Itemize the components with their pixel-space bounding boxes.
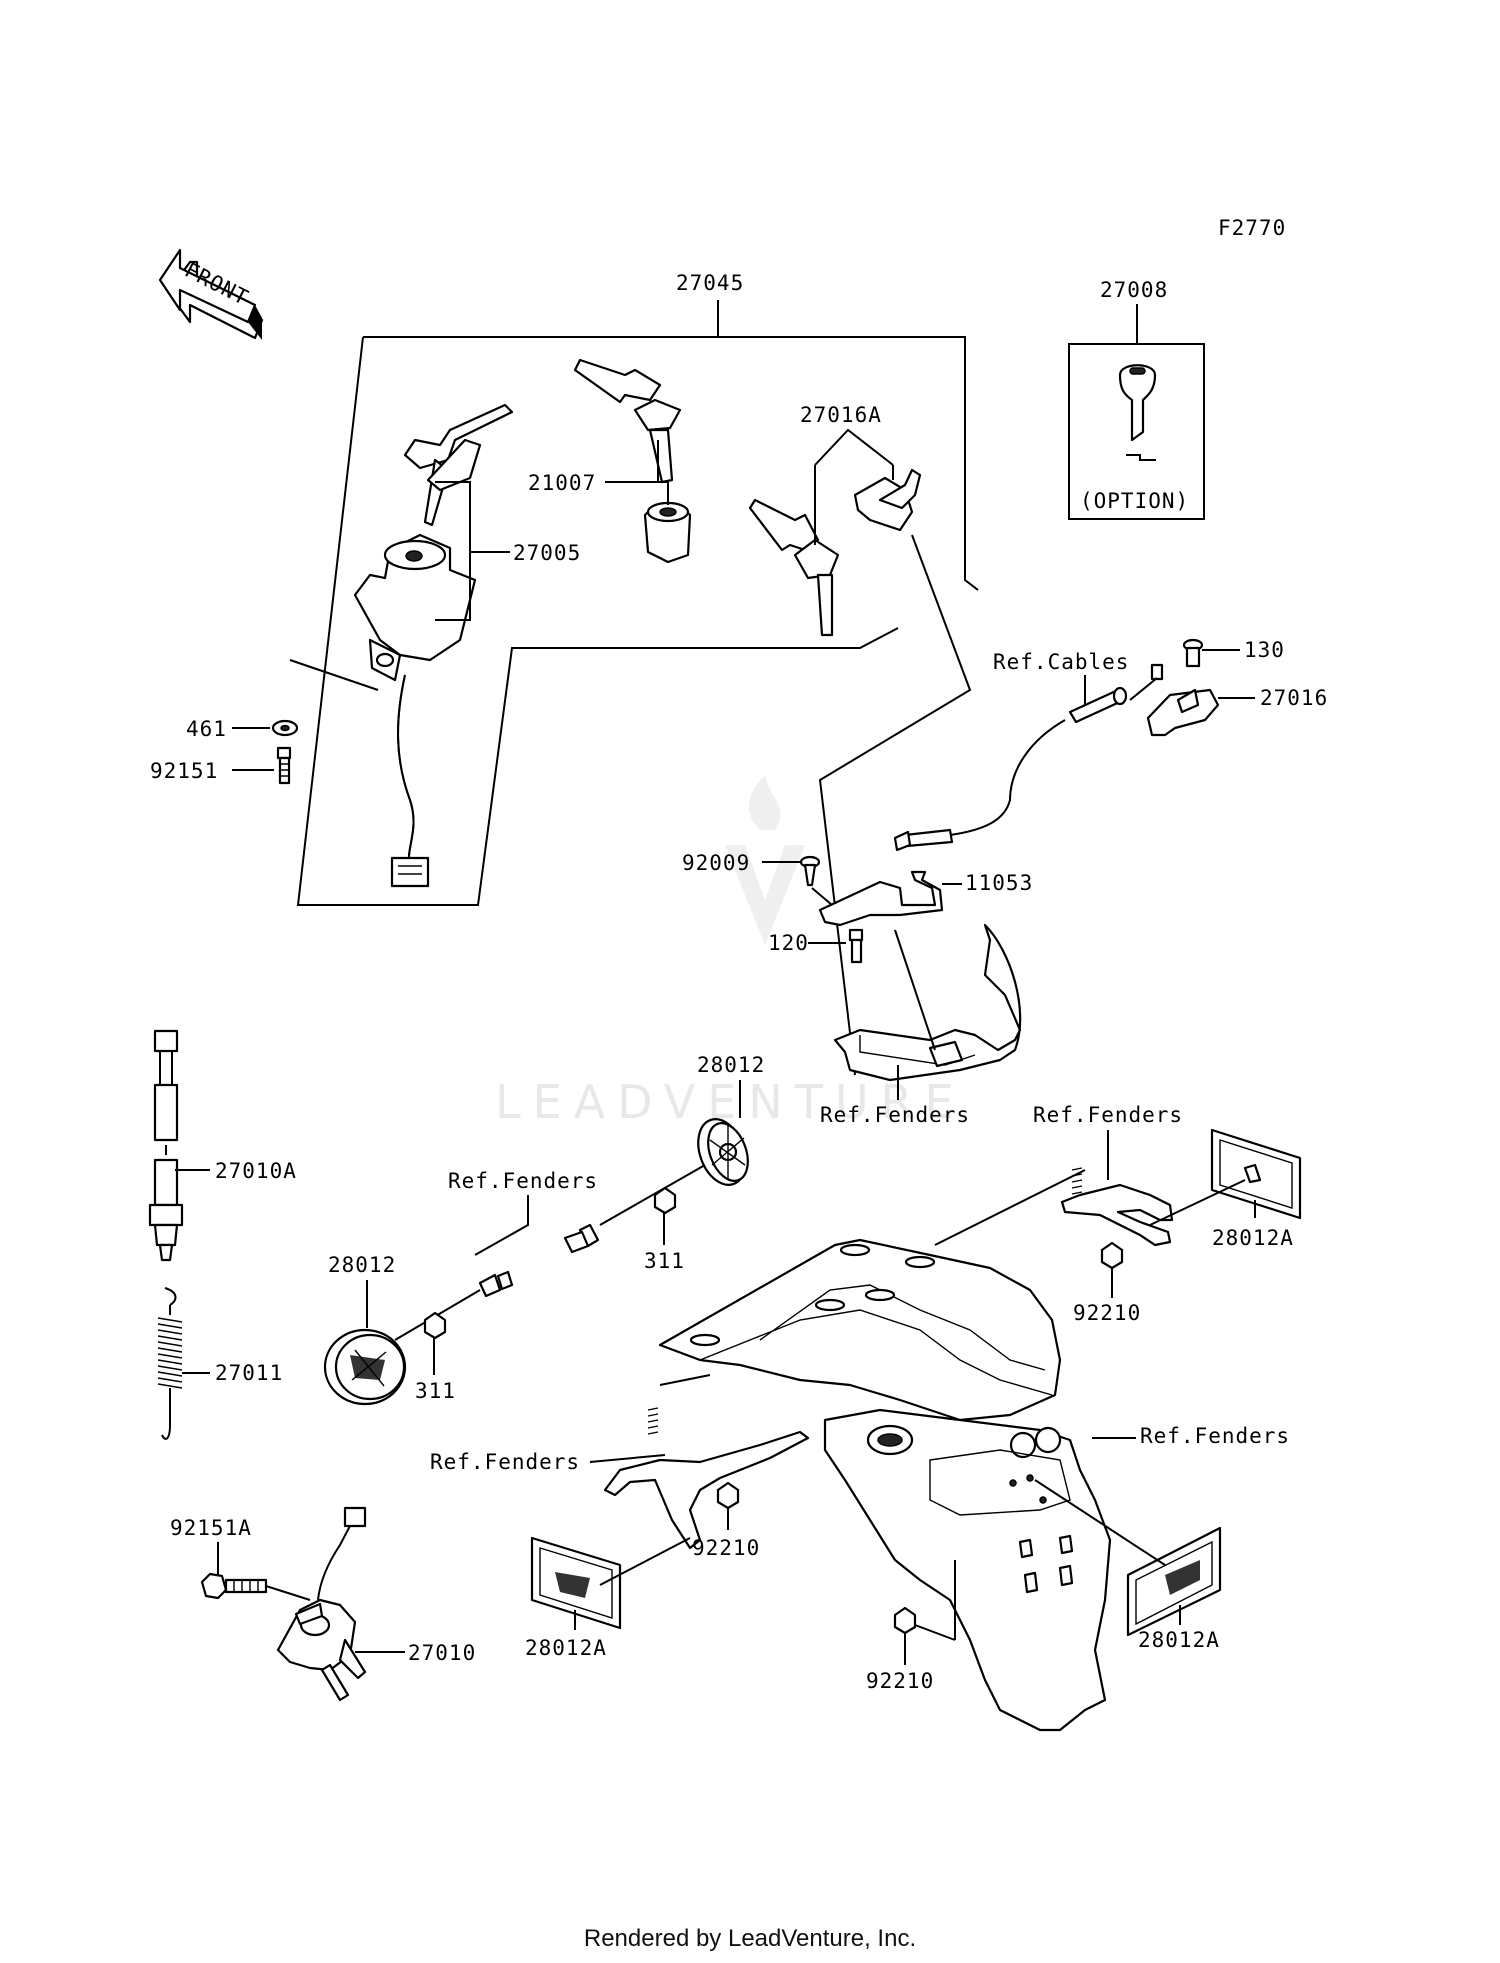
reflector-28012-top-icon xyxy=(697,1118,749,1186)
reflector-28012-left-icon xyxy=(323,1328,407,1406)
spring-27011-icon xyxy=(157,1287,183,1440)
reflector-bracket-left-icon xyxy=(603,1407,810,1550)
figure-code: F2770 xyxy=(1218,216,1286,240)
ref-cables-label: Ref.Cables xyxy=(993,650,1129,674)
reflector-28012A-bottom-icon xyxy=(1126,1526,1222,1637)
label-130: 130 xyxy=(1244,638,1285,662)
label-92151: 92151 xyxy=(150,759,218,783)
brake-light-switch-27010A-icon xyxy=(148,1029,184,1262)
label-28012-top: 28012 xyxy=(697,1053,765,1077)
nut-92210-c-icon xyxy=(893,1606,917,1635)
label-92210-b: 92210 xyxy=(692,1536,760,1560)
label-311-b: 311 xyxy=(415,1379,456,1403)
bolt-120-icon xyxy=(848,928,864,964)
watermark: LEADVENTURE xyxy=(495,775,966,1129)
bolt-92151A-icon xyxy=(200,1572,268,1600)
option-label: (OPTION) xyxy=(1080,489,1189,513)
label-27008: 27008 xyxy=(1100,278,1168,302)
label-21007: 21007 xyxy=(528,471,596,495)
label-11053: 11053 xyxy=(965,871,1033,895)
rear-brake-switch-27010-icon xyxy=(276,1506,367,1702)
bracket-11053-icon xyxy=(818,870,944,927)
label-27016A: 27016A xyxy=(800,403,882,427)
label-27010: 27010 xyxy=(408,1641,476,1665)
label-27016: 27016 xyxy=(1260,686,1328,710)
nut-92210-a-icon xyxy=(1100,1241,1124,1270)
label-120: 120 xyxy=(768,931,809,955)
watermark-text: LEADVENTURE xyxy=(495,1075,966,1129)
fender-section-icon xyxy=(833,923,1022,1082)
spacer-stud-2-icon xyxy=(478,1270,514,1298)
ref-fenders-mid-label: Ref.Fenders xyxy=(820,1103,970,1127)
key-and-cylinder-icon xyxy=(573,358,692,564)
option-key-group: 27008 (OPTION) xyxy=(1068,278,1205,520)
label-92009: 92009 xyxy=(682,851,750,875)
label-28012-left: 28012 xyxy=(328,1253,396,1277)
nut-92210-b-icon xyxy=(716,1481,740,1510)
label-27010A: 27010A xyxy=(215,1159,297,1183)
seat-lock-cable-icon xyxy=(893,663,1164,852)
label-27011: 27011 xyxy=(215,1361,283,1385)
bolt-92151-icon xyxy=(276,746,292,785)
ignition-key-icon xyxy=(403,403,514,527)
label-92151A: 92151A xyxy=(170,1516,252,1540)
reflector-28012A-right-icon xyxy=(1210,1128,1302,1220)
ref-fenders-left-label: Ref.Fenders xyxy=(448,1169,598,1193)
seat-lock-keys-icon xyxy=(748,468,922,637)
label-27005: 27005 xyxy=(513,541,581,565)
label-28012A-right: 28012A xyxy=(1212,1226,1294,1250)
ignition-switch-set-group: 27045 27005 xyxy=(296,271,979,1076)
nut-311-b-icon xyxy=(423,1311,447,1340)
reflector-28012A-left-icon xyxy=(530,1536,622,1630)
nut-311-a-icon xyxy=(653,1186,677,1215)
spacer-stud-icon xyxy=(563,1223,600,1254)
washer-461-icon xyxy=(271,719,299,737)
label-92210-a: 92210 xyxy=(1073,1301,1141,1325)
spare-key-icon xyxy=(1118,364,1157,461)
label-92210-c: 92210 xyxy=(866,1669,934,1693)
label-311-a: 311 xyxy=(644,1249,685,1273)
footer-credit: Rendered by LeadVenture, Inc. xyxy=(583,1925,917,1952)
label-28012A-bottom: 28012A xyxy=(1138,1628,1220,1652)
label-461: 461 xyxy=(186,717,227,741)
screw-130-icon xyxy=(1182,638,1204,668)
rear-fender-icon xyxy=(658,1238,1112,1732)
seat-lock-27016-icon xyxy=(1146,688,1220,737)
ignition-switch-icon xyxy=(353,533,477,888)
ref-fenders-bracket-label: Ref.Fenders xyxy=(430,1450,580,1474)
ref-fenders-right-top-label: Ref.Fenders xyxy=(1033,1103,1183,1127)
front-arrow-icon: FRONT xyxy=(158,248,264,340)
reflector-bracket-right-icon xyxy=(1060,1167,1174,1247)
screw-92009-icon xyxy=(799,855,821,887)
ref-fenders-right-label: Ref.Fenders xyxy=(1140,1424,1290,1448)
label-28012A-left: 28012A xyxy=(525,1636,607,1660)
label-27045: 27045 xyxy=(676,271,744,295)
